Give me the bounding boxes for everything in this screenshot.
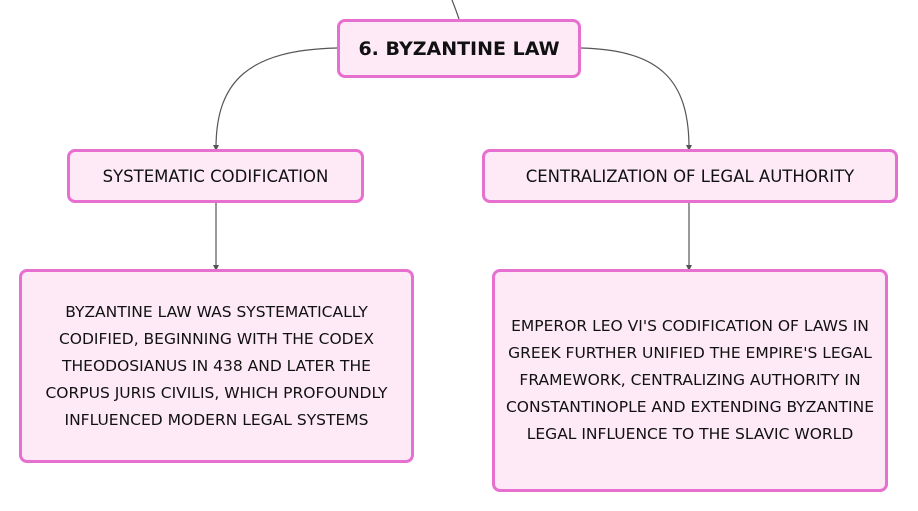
branch-node-label: CENTRALIZATION OF LEGAL AUTHORITY xyxy=(525,166,855,186)
detail-node-systematic-codification[interactable]: BYZANTINE LAW WAS SYSTEMATICALLY CODIFIE… xyxy=(19,269,414,463)
branch-node-centralization-of-legal-authority[interactable]: CENTRALIZATION OF LEGAL AUTHORITY xyxy=(482,149,898,203)
detail-node-centralization-of-legal-authority[interactable]: EMPEROR LEO VI'S CODIFICATION OF LAWS IN… xyxy=(492,269,888,492)
root-node[interactable]: 6. BYZANTINE LAW xyxy=(337,19,581,78)
connector-parent-to-root xyxy=(451,0,460,20)
detail-node-text: EMPEROR LEO VI'S CODIFICATION OF LAWS IN… xyxy=(505,317,875,443)
connector-root-to-codification xyxy=(213,47,338,151)
connector-root-to-centralization xyxy=(580,47,692,151)
detail-node-text: BYZANTINE LAW WAS SYSTEMATICALLY CODIFIE… xyxy=(45,302,388,429)
branch-node-label: SYSTEMATIC CODIFICATION xyxy=(102,166,329,186)
root-node-label: 6. BYZANTINE LAW xyxy=(358,37,560,60)
branch-node-systematic-codification[interactable]: SYSTEMATIC CODIFICATION xyxy=(67,149,364,203)
